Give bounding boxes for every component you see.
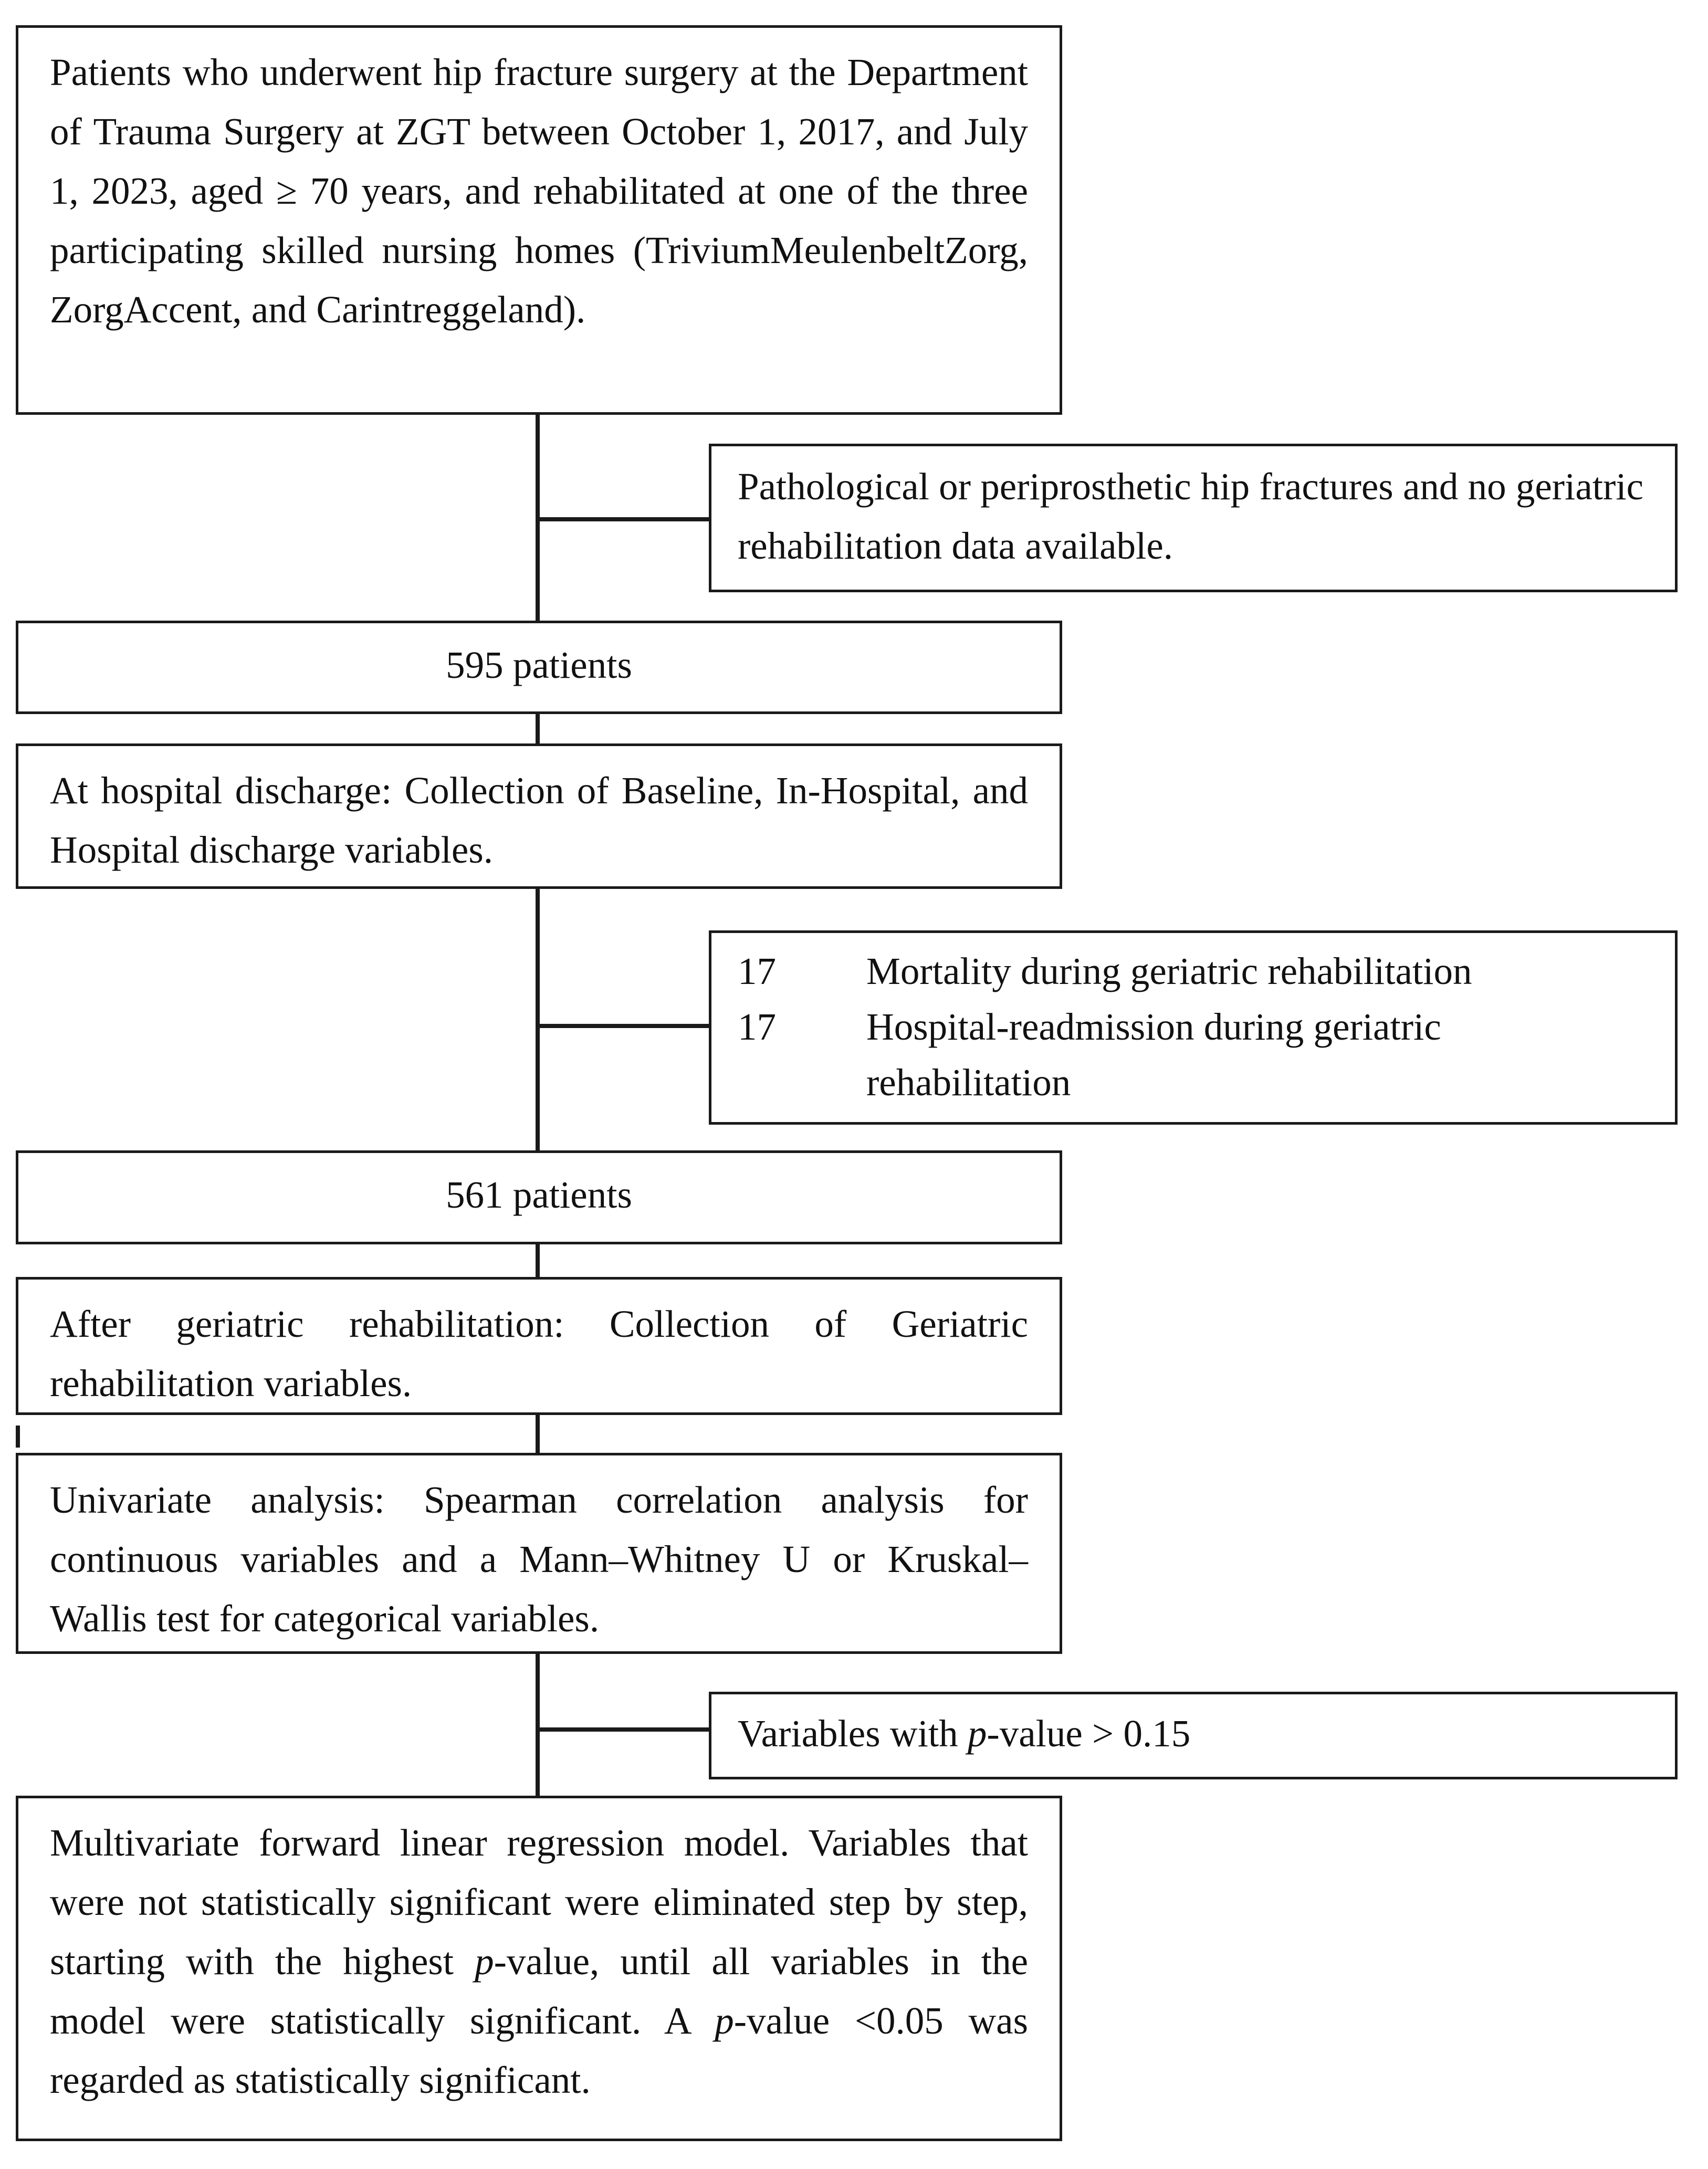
connector-trunk-4 bbox=[536, 1244, 540, 1277]
exclusion-count-mortality: 17 bbox=[738, 950, 776, 992]
connector-trunk-6 bbox=[536, 1654, 540, 1796]
exclusion-label-readmission: Hospital-readmission during geriatric re… bbox=[866, 1005, 1441, 1104]
multivariate-text: Multivariate forward linear regression m… bbox=[50, 1813, 1028, 2110]
connector-trunk-3 bbox=[536, 889, 540, 1150]
connector-branch-2 bbox=[536, 1024, 709, 1028]
multivariate-part-1: Multivariate forward linear regression m… bbox=[50, 1821, 1028, 1983]
exclusion-box-1: Pathological or periprosthetic hip fract… bbox=[709, 444, 1678, 592]
connector-branch-1 bbox=[536, 517, 709, 521]
after-rehab-box: After geriatric rehabilitation: Collecti… bbox=[16, 1277, 1062, 1415]
count-text-561: 561 patients bbox=[446, 1173, 632, 1216]
exclusion-3-after: -value > 0.15 bbox=[987, 1712, 1191, 1755]
connector-tick-left bbox=[16, 1426, 20, 1448]
exclusion-3-p: p bbox=[967, 1712, 987, 1755]
discharge-box: At hospital discharge: Collection of Bas… bbox=[16, 743, 1062, 889]
exclusion-3-before: Variables with bbox=[738, 1712, 968, 1755]
exclusion-box-2: 17 Mortality during geriatric rehabilita… bbox=[709, 930, 1678, 1125]
univariate-box: Univariate analysis: Spearman correlatio… bbox=[16, 1453, 1062, 1654]
eligibility-text: Patients who underwent hip fracture surg… bbox=[50, 51, 1028, 331]
count-text-595: 595 patients bbox=[446, 644, 632, 686]
univariate-text: Univariate analysis: Spearman correlatio… bbox=[50, 1479, 1028, 1640]
count-box-595: 595 patients bbox=[16, 621, 1062, 714]
connector-trunk-5 bbox=[536, 1415, 540, 1453]
discharge-text: At hospital discharge: Collection of Bas… bbox=[50, 769, 1028, 871]
connector-trunk-2 bbox=[536, 714, 540, 743]
after-rehab-text: After geriatric rehabilitation: Collecti… bbox=[50, 1303, 1028, 1405]
exclusion-label-mortality: Mortality during geriatric rehabilitatio… bbox=[866, 950, 1472, 992]
count-box-561: 561 patients bbox=[16, 1150, 1062, 1244]
connector-branch-3 bbox=[536, 1727, 709, 1732]
multivariate-part-2: -value, until all variables in the model… bbox=[50, 1940, 1028, 2042]
multivariate-p-2: p bbox=[715, 1999, 734, 2042]
exclusion-row-mortality: 17 Mortality during geriatric rehabilita… bbox=[738, 944, 1649, 999]
exclusion-box-3: Variables with p-value > 0.15 bbox=[709, 1692, 1678, 1779]
eligibility-box: Patients who underwent hip fracture surg… bbox=[16, 25, 1062, 415]
multivariate-part-3: -value <0.05 was regarded as statistical… bbox=[50, 1999, 1028, 2101]
multivariate-box: Multivariate forward linear regression m… bbox=[16, 1796, 1062, 2141]
exclusion-row-readmission: 17 Hospital-readmission during geriatric… bbox=[738, 999, 1649, 1110]
exclusion-text-3: Variables with p-value > 0.15 bbox=[738, 1704, 1649, 1763]
multivariate-p-1: p bbox=[475, 1940, 494, 1983]
exclusion-count-readmission: 17 bbox=[738, 1005, 776, 1048]
exclusion-text-1: Pathological or periprosthetic hip fract… bbox=[738, 465, 1644, 567]
